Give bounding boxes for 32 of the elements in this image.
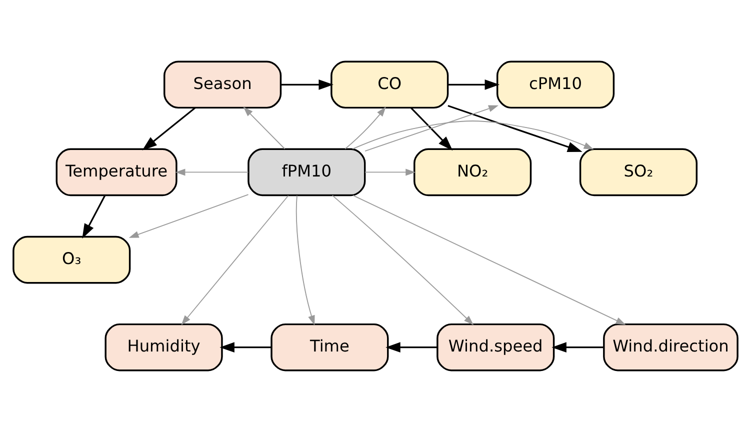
node-box: Wind.direction [603,323,738,372]
node-box: SO₂ [579,148,698,196]
node-box: cPM10 [496,60,615,109]
arrow [344,106,386,150]
arrow [142,107,196,150]
arrow [296,195,315,326]
arrow [364,105,498,152]
arrow [352,120,594,150]
node-box: Time [270,323,389,372]
node-box: Wind.speed [436,323,555,372]
arrow [410,107,453,151]
arrow [181,195,289,326]
arrow [352,194,626,325]
arrow [386,342,438,353]
node-box: NO₂ [414,148,532,196]
arrow [552,342,604,353]
arrow [364,168,416,176]
node-box: fPM10 [248,148,366,196]
arrow [243,106,286,150]
node-box: O₃ [12,236,131,284]
arrow [448,105,582,152]
arrow [280,79,334,90]
arrow [220,342,272,353]
arrow [448,79,500,90]
node-box: Season [164,60,282,109]
node-box: CO [330,60,449,109]
node-box: Temperature [56,148,178,196]
arrow [175,168,249,176]
node-box: Humidity [104,323,223,372]
arrow [332,194,474,326]
arrow [128,194,249,238]
arrow [82,194,106,239]
